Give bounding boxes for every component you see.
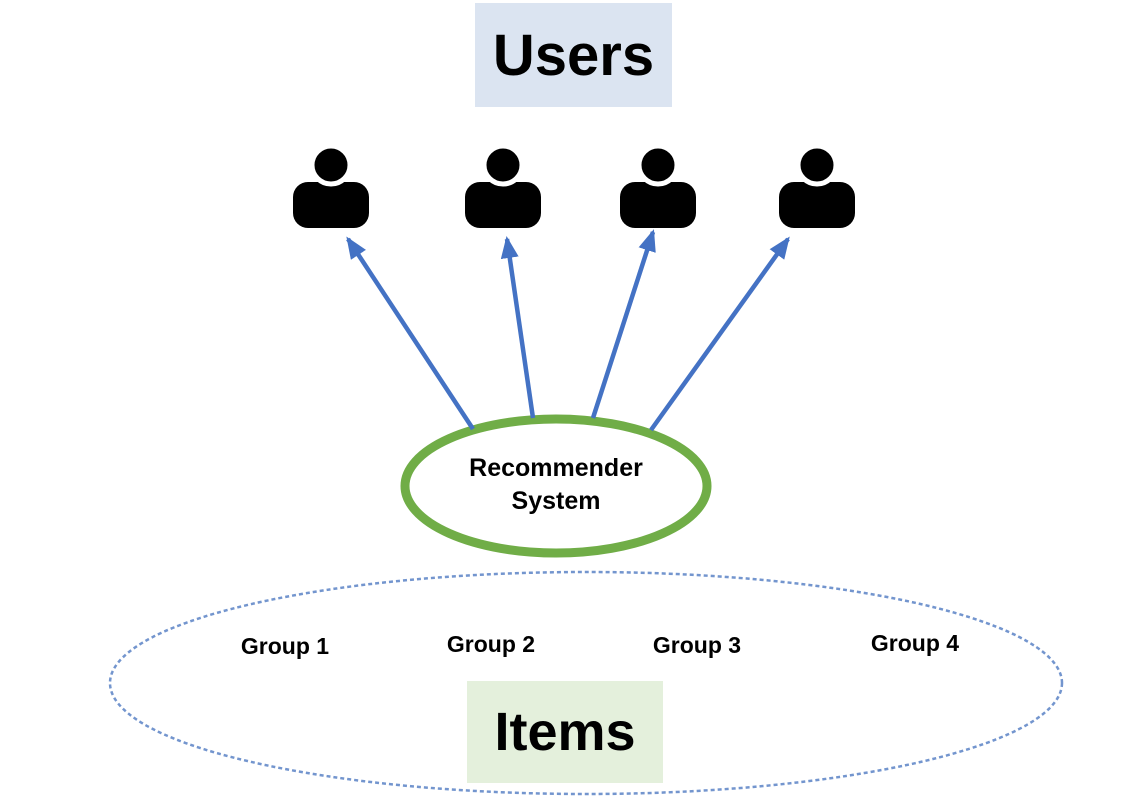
group-4-label: Group 4 [870, 630, 960, 656]
recommender-label-line2: System [511, 487, 601, 515]
items-title: Items [494, 702, 636, 762]
user-3-person-icon [620, 143, 696, 228]
group-2-label: Group 2 [446, 631, 536, 657]
users-title: Users [492, 22, 655, 88]
items-group-ellipse [108, 570, 1064, 796]
recommender-label-line1: Recommender [469, 454, 643, 482]
user-icons-row [293, 143, 855, 228]
group-1-label: Group 1 [240, 633, 330, 659]
group-3-label: Group 3 [652, 632, 742, 658]
users-title-box: Users [475, 3, 672, 107]
arrow-to-user-3-icon [590, 229, 656, 419]
user-4-person-icon [779, 143, 855, 228]
recommender-label: Recommender System [416, 452, 696, 518]
arrow-to-user-1-icon [346, 236, 475, 431]
items-title-box: Items [467, 681, 663, 783]
arrow-to-user-2-icon [500, 236, 536, 419]
recommender-ellipse [400, 414, 712, 558]
user-2-person-icon [465, 143, 541, 228]
user-1-person-icon [293, 143, 369, 228]
arrow-to-user-4-icon [649, 236, 790, 432]
recommendation-arrows [346, 229, 790, 432]
